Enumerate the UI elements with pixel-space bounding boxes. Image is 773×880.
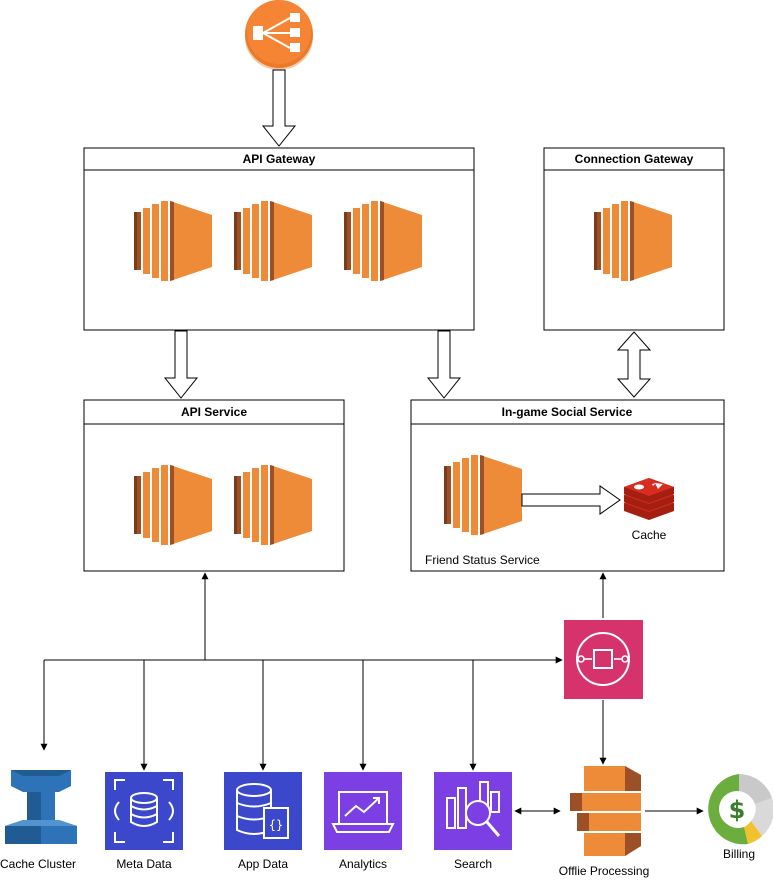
load-balancer-icon [245,0,313,70]
ec2-instance-icon [444,455,522,535]
api-service-title: API Service [181,405,247,419]
ec2-instance-icon [134,465,212,545]
arrow-lb-to-gateway [261,69,297,147]
arrow-friend-status-to-cache [521,485,621,515]
analytics-icon [324,772,402,850]
app-data-label: App Data [238,857,288,871]
elasticache-icon [5,770,77,844]
api-service-connectors [40,572,704,815]
redis-icon [624,478,674,520]
ec2-instance-icon [134,201,212,281]
search-icon [434,772,512,850]
document-db-icon: {} [224,772,302,850]
ec2-instance-icon [344,201,422,281]
connection-gateway-group: Connection Gateway [543,147,725,331]
analytics-label: Analytics [339,857,387,871]
svg-text:$: $ [729,796,746,824]
billing-icon: $ [708,774,773,845]
ec2-instance-icon [234,465,312,545]
arrow-gateway-to-social-service [426,330,462,399]
offline-processing-label: Offlie Processing [559,864,650,878]
search-label: Search [454,857,492,871]
arrow-gateway-to-api-service [163,330,199,399]
cache-label: Cache [632,528,667,542]
svg-text:{}: {} [269,818,283,832]
ec2-instance-icon [234,201,312,281]
social-service-group: In-game Social Service Friend Status Ser… [410,399,725,572]
api-gateway-title: API Gateway [243,152,316,166]
api-gateway-group: API Gateway [83,147,475,331]
kinesis-icon [570,766,641,856]
billing-label: Billing [723,847,755,861]
api-service-group: API Service [83,399,345,572]
ec2-instance-icon [594,201,672,281]
database-icon [105,772,183,850]
cache-cluster-label: Cache Cluster [0,857,76,871]
sqs-queue-icon [564,620,643,699]
arrow-connection-social-bidirectional [616,331,652,398]
social-service-title: In-game Social Service [502,405,633,419]
meta-data-label: Meta Data [116,857,172,871]
friend-status-label: Friend Status Service [425,553,540,567]
connection-gateway-title: Connection Gateway [575,152,694,166]
